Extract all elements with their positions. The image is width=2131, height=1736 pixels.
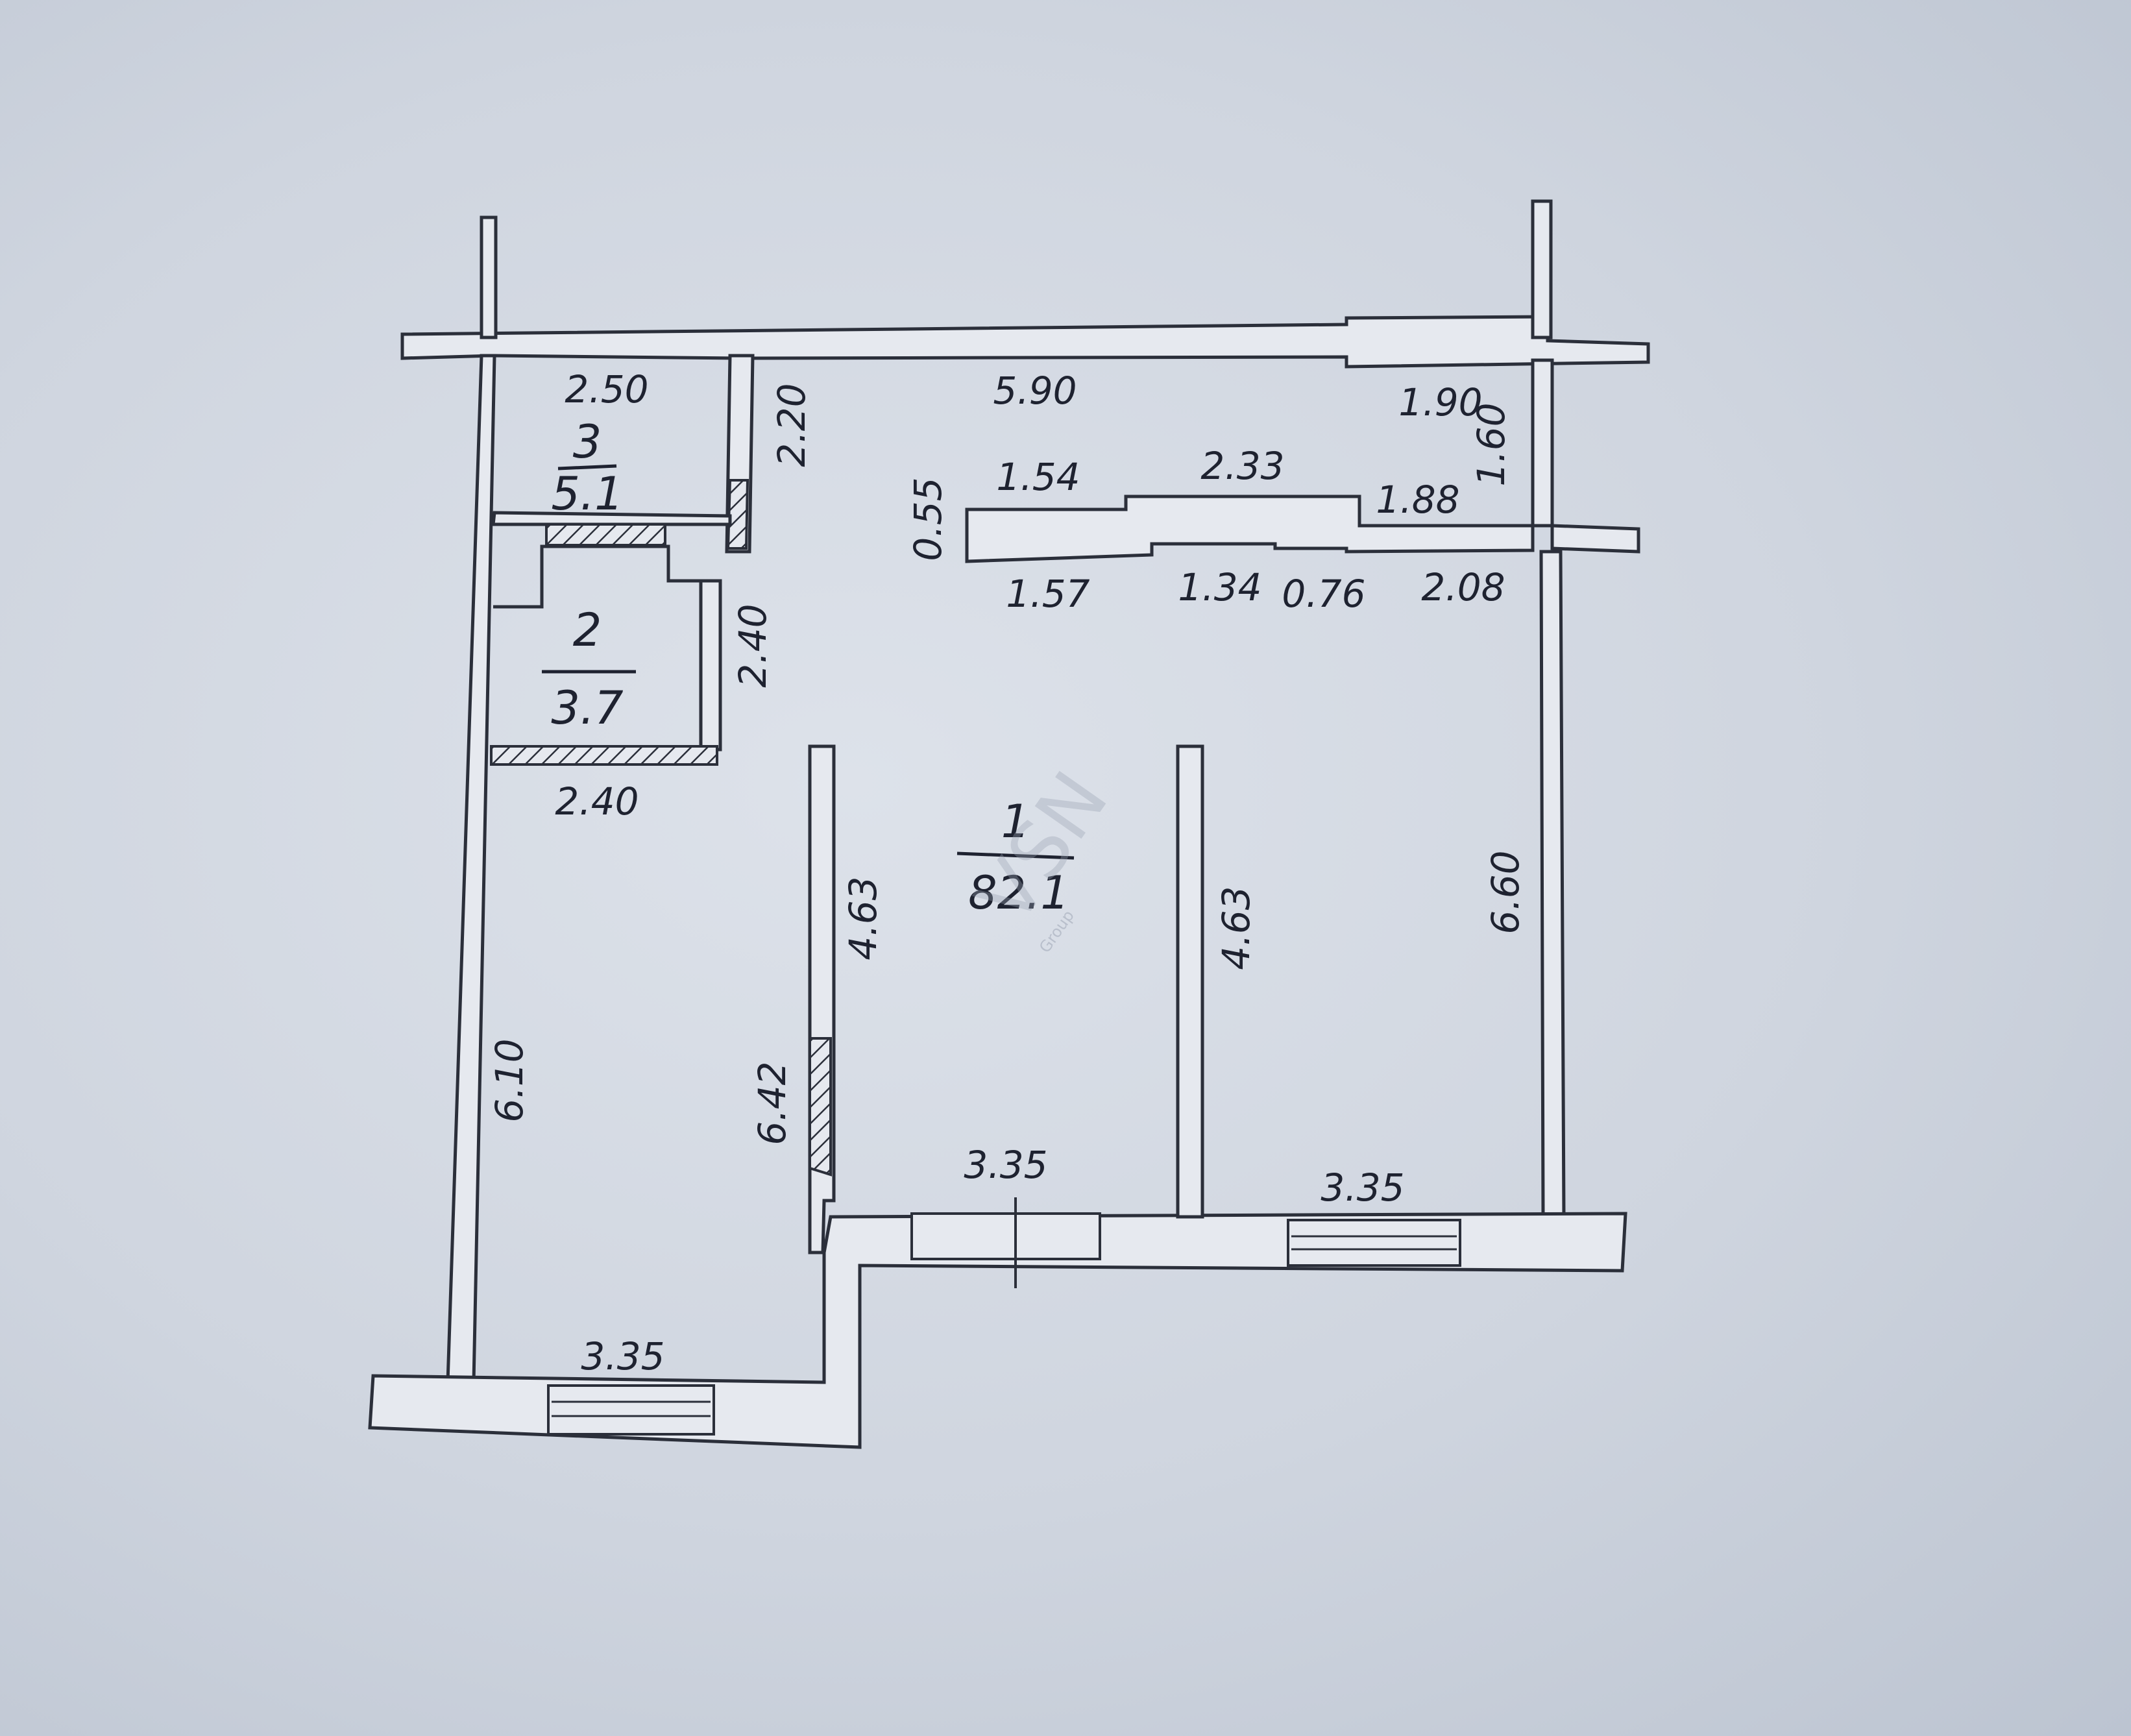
dim-partition-top-left: 1.54	[996, 455, 1080, 499]
dim-partition-thickness: 0.55	[906, 477, 950, 561]
right-stub	[1550, 524, 1640, 554]
inner-left-door	[809, 1037, 832, 1177]
room3-door	[726, 479, 749, 550]
dim-top-total: 5.90	[993, 369, 1077, 413]
walls	[368, 199, 1650, 1449]
window-bottom-right[interactable]	[1287, 1219, 1461, 1267]
room-2-label: 2 3.7	[542, 604, 636, 735]
dim-right-wall: 6.60	[1483, 850, 1528, 934]
room-1-number: 1	[1001, 795, 1030, 848]
room-3-area: 5.1	[551, 467, 623, 520]
room-2-number: 2	[573, 604, 602, 657]
dim-top-right-vertical: 1.60	[1469, 402, 1513, 486]
dim-room3-height: 2.20	[770, 383, 814, 467]
watermark: VSN Group	[960, 756, 1126, 956]
right-wall	[1539, 550, 1566, 1219]
room3-bottom-hatch	[545, 523, 666, 546]
dim-partition-top-mid: 2.33	[1200, 444, 1284, 488]
dim-room3-width: 2.50	[565, 367, 648, 411]
top-wall	[400, 315, 1650, 369]
room-3-number: 3	[573, 415, 602, 469]
dim-room2-width: 2.40	[555, 779, 639, 824]
dim-bottom-left: 3.35	[581, 1334, 664, 1378]
window-bottom-middle[interactable]	[910, 1197, 1101, 1288]
top-left-stub	[480, 215, 498, 339]
room-3-label: 3 5.1	[551, 415, 623, 520]
dim-room2-height: 2.40	[731, 604, 775, 687]
room-3-walls	[491, 354, 755, 554]
dim-partition-bottom-small: 0.76	[1282, 572, 1365, 616]
dim-inner-left-wall: 6.42	[750, 1061, 794, 1145]
dim-partition-top-right: 1.88	[1376, 478, 1459, 522]
left-wall	[446, 354, 496, 1384]
dim-mid-left-wall: 4.63	[841, 876, 885, 960]
room-2-walls	[490, 544, 722, 766]
room2-right-wall	[699, 579, 722, 752]
dim-partition-bottom-mid: 1.34	[1178, 565, 1261, 609]
room3-bottom-wall	[491, 511, 732, 526]
room-1-area: 82.1	[968, 866, 1069, 920]
interior-partitions	[808, 495, 1535, 1254]
room-1-label: 1 82.1	[956, 795, 1075, 920]
dim-left-wall: 6.10	[487, 1038, 531, 1122]
dim-partition-bottom-left: 1.57	[1006, 572, 1090, 616]
top-right-stub	[1531, 199, 1553, 339]
dim-mid-right-wall: 4.63	[1214, 886, 1258, 970]
room-2-area: 3.7	[551, 681, 623, 735]
horizontal-partition	[965, 495, 1535, 563]
mid-right-wall	[1176, 744, 1204, 1219]
right-wall-upper	[1531, 358, 1554, 528]
dim-bottom-right: 3.35	[1321, 1166, 1404, 1210]
dim-top-right: 1.90	[1398, 380, 1482, 424]
dim-partition-bottom-right: 2.08	[1421, 565, 1505, 609]
dim-bottom-mid: 3.35	[964, 1143, 1047, 1187]
room2-bottom-hatch	[490, 745, 718, 766]
inner-left-wall	[808, 744, 836, 1254]
window-bottom-left[interactable]	[547, 1384, 715, 1436]
dimension-labels: 5.90 1.90 1.60 2.50 2.20 1.54 2.33 1.88 …	[487, 367, 1528, 1378]
